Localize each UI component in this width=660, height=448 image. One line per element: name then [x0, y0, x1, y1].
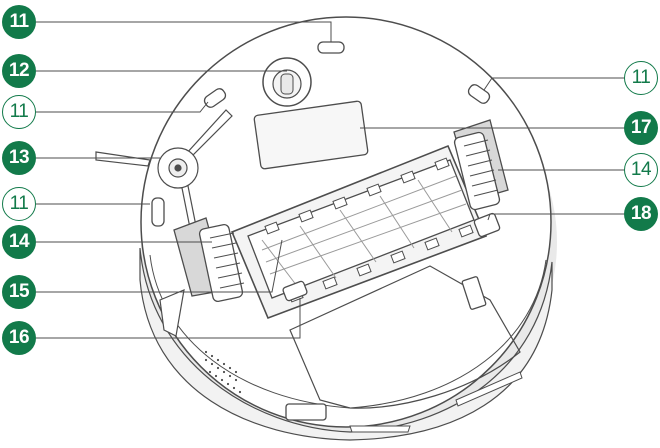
charging-contact	[461, 276, 487, 310]
left-ramp-tab	[159, 289, 185, 337]
body-side-wall	[139, 247, 553, 441]
bumper-bottom-slot	[349, 425, 411, 433]
brush-cover-clip	[282, 280, 308, 302]
callout-11-right: 11	[624, 61, 658, 95]
side-brush	[95, 109, 233, 239]
callout-14-left: 14	[2, 225, 36, 259]
callout-16: 16	[2, 321, 36, 355]
callout-11-top: 11	[2, 5, 36, 39]
bumper-right-slot	[455, 371, 523, 407]
roller-brush	[247, 159, 475, 299]
callout-18: 18	[624, 197, 658, 231]
cliff-sensor-right	[467, 84, 491, 104]
speaker-grille	[204, 350, 242, 394]
drive-wheel-right	[453, 119, 509, 211]
leader-11-left	[36, 101, 209, 113]
leader-11-top	[36, 21, 332, 42]
callout-12: 12	[2, 54, 36, 88]
dustbin-release-button	[285, 403, 327, 421]
leader-lines	[36, 21, 626, 339]
dustbin-outline	[289, 265, 521, 409]
brush-cover-latch	[473, 212, 501, 238]
leader-18	[487, 213, 626, 221]
caster-axle	[280, 73, 294, 95]
callout-11-left: 11	[2, 95, 36, 129]
cliff-sensor-left	[151, 197, 165, 227]
callout-14-right: 14	[624, 153, 658, 187]
callout-15: 15	[2, 275, 36, 309]
cliff-sensor-top	[317, 41, 345, 54]
roller-brush-ribs	[264, 157, 474, 303]
drive-wheel-left	[173, 217, 245, 303]
callout-13: 13	[2, 141, 36, 175]
leader-15	[36, 239, 283, 293]
leader-16	[36, 298, 301, 339]
callout-17: 17	[624, 111, 658, 145]
label-plate	[253, 100, 369, 170]
leader-11-right	[483, 77, 626, 91]
callout-11-left2: 11	[2, 187, 36, 221]
roller-brush-bristles	[261, 175, 467, 291]
